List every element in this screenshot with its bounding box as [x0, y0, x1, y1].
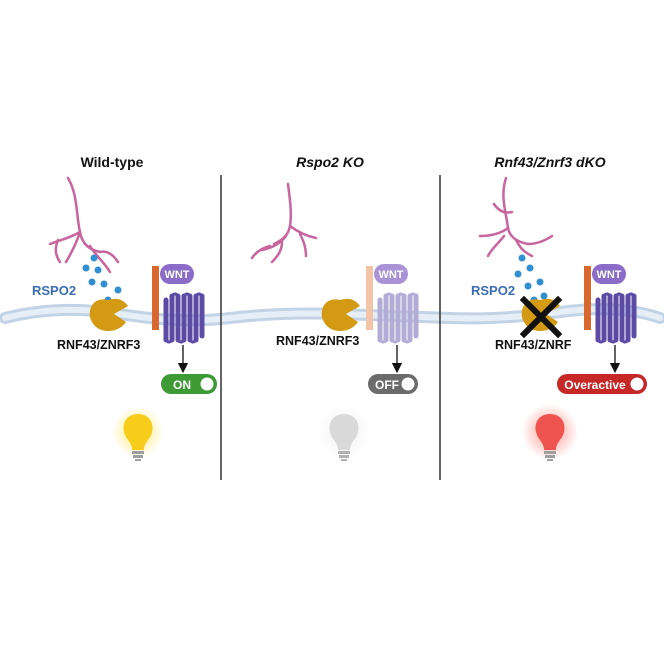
panel-title-wild-type: Wild-type	[80, 154, 144, 170]
rspo2-dots	[82, 254, 122, 304]
complex-label: RNF43/ZNRF3	[276, 334, 360, 348]
rspo2-label: RSPO2	[471, 283, 516, 298]
neuron-icon	[250, 182, 318, 264]
wnt-ligand	[160, 264, 194, 284]
panel-title-rspo2-ko: Rspo2 KO	[296, 154, 364, 170]
svg-text:OFF: OFF	[375, 378, 399, 392]
panel-rnf43-znrf3-dko: WNT Overactive	[478, 176, 647, 461]
rnf43-znrf3-protein	[321, 298, 360, 331]
wnt-ligand	[592, 264, 626, 284]
lrp-bar	[584, 266, 591, 330]
state-toggle: OFF	[368, 374, 418, 394]
panel-title-dko: Rnf43/Znrf3 dKO	[494, 154, 606, 170]
lightbulb-icon	[318, 406, 370, 461]
state-toggle: Overactive	[557, 374, 647, 394]
wnt-ligand	[374, 264, 408, 284]
frizzled-receptor	[163, 292, 205, 344]
svg-text:Overactive: Overactive	[564, 378, 626, 392]
rspo2-label: RSPO2	[32, 283, 77, 298]
lightbulb-icon	[112, 406, 164, 461]
frizzled-receptor	[595, 292, 637, 344]
wnt-label: WNT	[596, 269, 621, 281]
rspo2-dots	[514, 254, 548, 304]
frizzled-receptor	[377, 292, 419, 344]
panel-rspo2-ko: WNT OFF	[250, 182, 419, 461]
knockout-x-icon	[519, 295, 563, 339]
complex-label: RNF43/ZNRF	[495, 338, 572, 352]
wnt-label: WNT	[164, 269, 189, 281]
lightbulb-icon	[522, 404, 578, 461]
neuron-icon	[478, 176, 554, 258]
svg-text:ON: ON	[173, 378, 191, 392]
complex-label: RNF43/ZNRF3	[57, 338, 141, 352]
panel-wild-type: WNT ON	[48, 176, 217, 461]
wnt-label: WNT	[378, 269, 403, 281]
lrp-bar	[152, 266, 159, 330]
state-toggle: ON	[161, 374, 217, 394]
neuron-icon	[48, 176, 120, 274]
rnf43-znrf3-protein	[89, 298, 128, 331]
lrp-bar	[366, 266, 373, 330]
